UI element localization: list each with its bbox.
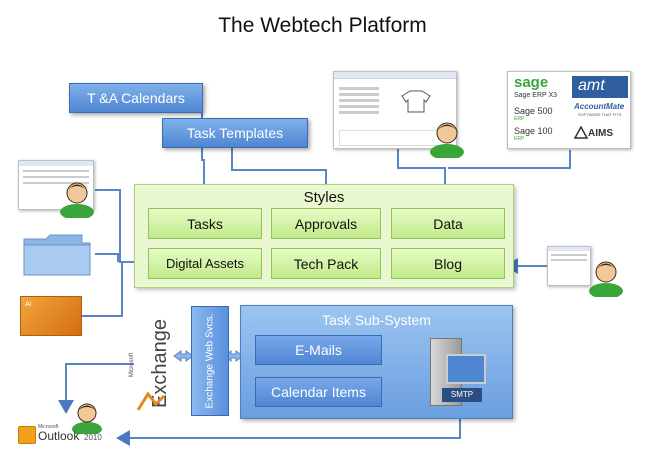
sage-100-label: Sage 100	[514, 126, 553, 136]
ta-calendars-box: T &A Calendars	[69, 83, 203, 113]
sage-500-label: Sage 500	[514, 106, 553, 116]
right-blog-screenshot	[547, 246, 591, 286]
task-templates-box: Task Templates	[162, 118, 308, 148]
line-erp-to-data	[448, 150, 571, 169]
outlook-microsoft-label: Microsoft	[38, 424, 59, 430]
garment-sketch-icon	[401, 90, 431, 113]
smtp-server-icon: SMTP	[428, 338, 488, 408]
amt-logo: amt	[578, 77, 605, 94]
outlook-label: Outlook	[38, 429, 80, 443]
digital-assets-box: Digital Assets	[148, 248, 262, 279]
accountmate-tagline: SOFTWARE THAT FITS	[578, 112, 622, 117]
sage-logo: sage	[514, 74, 549, 91]
line-folder-to-assets	[95, 253, 119, 262]
sage-100-sub: ERP	[514, 136, 525, 142]
exchange-microsoft-label: Microsoft	[129, 352, 136, 378]
ai-label: Ai	[25, 301, 32, 308]
erp-logos-panel: sage Sage ERP X3 Sage 500 ERP Sage 100 E…	[507, 71, 631, 149]
aims-emblem-icon	[574, 126, 588, 139]
style-form-screenshot	[333, 71, 457, 149]
task-subsystem-title: Task Sub-System	[322, 312, 431, 328]
line-task-to-outlook	[116, 419, 461, 446]
data-box: Data	[391, 208, 505, 239]
approvals-box: Approvals	[271, 208, 381, 239]
user-icon	[60, 182, 94, 218]
sage-500-sub: ERP	[514, 116, 525, 122]
user-icon	[430, 122, 464, 158]
tech-pack-box: Tech Pack	[271, 248, 381, 279]
exchange-logo: Microsoft Exchange	[126, 306, 174, 416]
line-left-screenshot-to-assets	[95, 189, 148, 270]
line-ai-to-assets	[80, 262, 123, 317]
styles-title: Styles	[303, 189, 345, 206]
blog-box: Blog	[391, 248, 505, 279]
accountmate-logo: AccountMate	[574, 102, 625, 111]
outlook-year-label: 2010	[84, 433, 102, 442]
sage-erp-x3-label: Sage ERP X3	[514, 92, 558, 99]
exchange-web-services-label: Exchange Web Svcs.	[204, 313, 216, 409]
smtp-label: SMTP	[442, 388, 482, 402]
calendar-items-box: Calendar Items	[255, 377, 382, 407]
outlook-logo: Microsoft Outlook 2010	[18, 424, 118, 448]
exchange-web-services-strip: Exchange Web Svcs.	[191, 306, 229, 416]
line-exchange-to-outlook	[58, 363, 134, 414]
folder-icon	[23, 234, 91, 276]
exchange-emblem-icon	[136, 391, 166, 411]
user-icon	[589, 261, 623, 297]
emails-box: E-Mails	[255, 335, 382, 365]
aims-logo: AIMS	[588, 128, 613, 139]
user-icon	[72, 403, 102, 434]
tasks-box: Tasks	[148, 208, 262, 239]
illustrator-file-icon: Ai	[20, 296, 82, 336]
page-title: The Webtech Platform	[218, 14, 427, 37]
